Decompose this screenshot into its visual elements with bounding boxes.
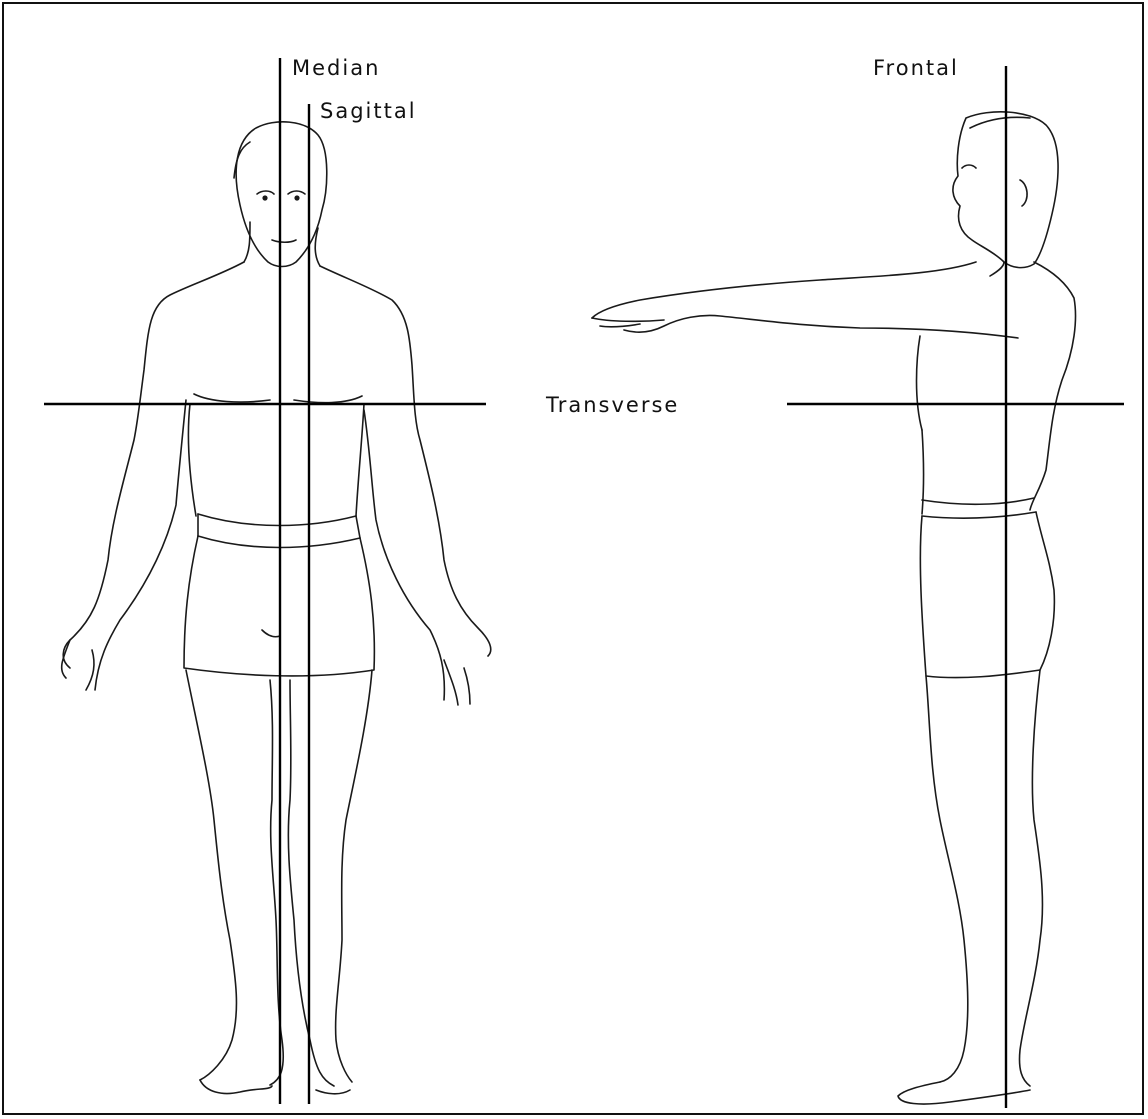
front-left-shoulder-arm (63, 262, 244, 668)
side-eye (962, 165, 976, 168)
side-leg-front (926, 676, 968, 1082)
front-left-foot (200, 1080, 272, 1094)
front-right-eye (288, 191, 305, 194)
front-right-inner-arm (364, 410, 444, 700)
front-torso-right (356, 404, 364, 516)
front-neck-right (315, 228, 320, 266)
side-belt-top (922, 498, 1034, 504)
side-torso-front (922, 430, 924, 514)
sagittal-label: Sagittal (320, 99, 417, 123)
side-neck (990, 262, 1004, 276)
side-chest (917, 336, 923, 430)
front-belt-right-edge (356, 516, 360, 538)
front-right-hand (444, 660, 470, 705)
transverse-label: Transverse (546, 393, 679, 417)
front-mouth (272, 240, 296, 242)
plane-lines (44, 58, 1124, 1108)
front-chest (194, 394, 362, 403)
side-foot (898, 1082, 1030, 1104)
median-label: Median (292, 56, 380, 80)
front-shorts-inseam (262, 630, 280, 637)
side-leg-back (1019, 670, 1042, 1086)
side-belt-bottom (922, 512, 1036, 518)
front-right-leg-inner (288, 680, 334, 1086)
frontal-label: Frontal (873, 56, 959, 80)
side-shorts-outline (920, 512, 1054, 678)
front-left-leg-outer (186, 670, 236, 1080)
front-left-eye (257, 191, 274, 194)
side-ear (1020, 180, 1027, 206)
front-left-leg-inner (270, 680, 283, 1085)
front-right-foot (316, 1090, 350, 1094)
front-torso-left (188, 404, 196, 516)
side-hair-line (970, 117, 1030, 128)
front-right-pupil (294, 195, 299, 200)
side-arm-top (592, 262, 976, 318)
side-hand (592, 318, 664, 327)
front-left-inner-arm (95, 400, 186, 690)
front-view-figure (62, 122, 491, 1094)
side-back (1030, 262, 1076, 510)
side-view-figure (592, 112, 1076, 1104)
front-belt-top (198, 514, 356, 526)
front-left-pupil (262, 195, 267, 200)
front-right-leg-outer (336, 670, 372, 1082)
front-right-shoulder-arm (320, 266, 491, 656)
side-arm-bottom (624, 315, 1018, 338)
